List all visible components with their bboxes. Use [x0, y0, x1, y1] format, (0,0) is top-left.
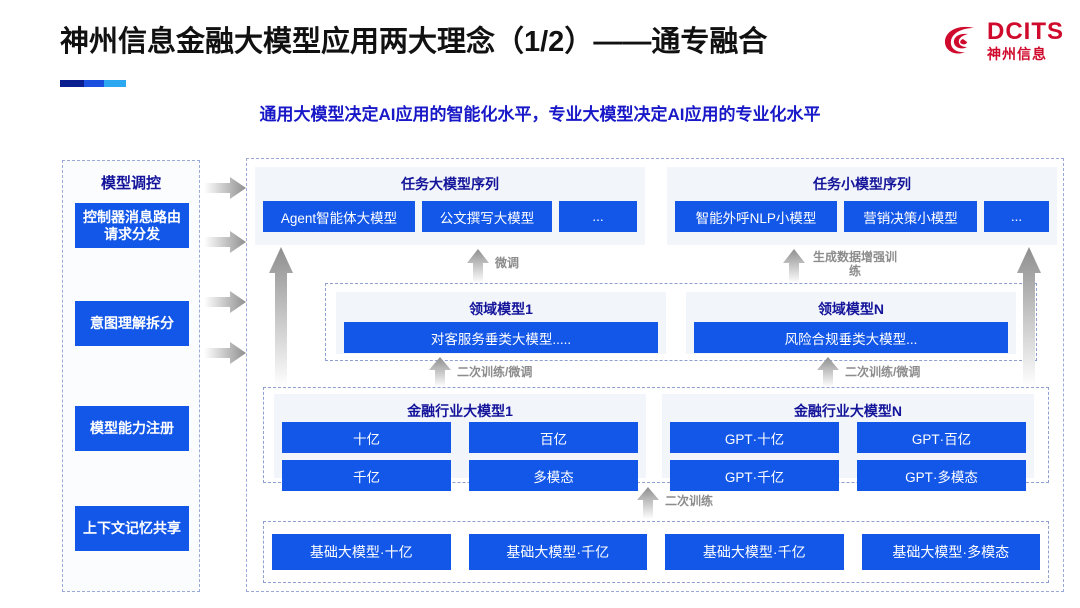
- chip-task-small-more[interactable]: ...: [984, 201, 1049, 232]
- arrow-right-icon-4: [204, 341, 246, 365]
- finance-model-1-panel: 金融行业大模型1 十亿 百亿 千亿 多模态: [274, 394, 646, 491]
- architecture-diagram: 任务大模型序列 Agent智能体大模型 公文撰写大模型 ... 任务小模型序列 …: [246, 158, 1064, 592]
- arrow-up-icon-finetune: [467, 249, 489, 288]
- control-item-router-dispatch[interactable]: 控制器消息路由请求分发: [75, 203, 189, 248]
- arrow-label-retrain: 二次训练: [665, 494, 714, 508]
- base-model-group: 基础大模型·十亿 基础大模型·千亿 基础大模型·千亿 基础大模型·多模态: [263, 521, 1049, 583]
- task-big-model-panel: 任务大模型序列 Agent智能体大模型 公文撰写大模型 ...: [255, 167, 645, 245]
- task-big-model-title: 任务大模型序列: [401, 176, 499, 192]
- arrow-up-icon-retrain-finetune-left: [429, 357, 451, 392]
- task-small-model-title: 任务小模型序列: [813, 176, 911, 192]
- chip-risk-compliance-vertical-model[interactable]: 风险合规垂类大模型...: [694, 322, 1008, 353]
- finance-model-n-panel: 金融行业大模型N GPT·十亿 GPT·百亿 GPT·千亿 GPT·多模态: [662, 394, 1034, 491]
- domain-model-n-title: 领域模型N: [817, 301, 885, 317]
- chip-customer-service-vertical-model[interactable]: 对客服务垂类大模型.....: [344, 322, 658, 353]
- chip-base-hundred-billion-a[interactable]: 基础大模型·千亿: [468, 534, 647, 570]
- chip-base-multimodal[interactable]: 基础大模型·多模态: [861, 534, 1040, 570]
- page-title: 神州信息金融大模型应用两大理念（1/2）——通专融合: [60, 26, 768, 58]
- chip-base-billion[interactable]: 基础大模型·十亿: [272, 534, 451, 570]
- chip-finn-gpt-ten-billion[interactable]: GPT·百亿: [857, 422, 1026, 453]
- control-panel-title: 模型调控: [100, 175, 161, 192]
- logo-cn-text: 神州信息: [987, 46, 1047, 62]
- control-item-capability-registry[interactable]: 模型能力注册: [75, 406, 189, 451]
- arrow-up-icon-finance-to-task-big: [269, 247, 293, 392]
- brand-logo: DCITS 神州信息: [941, 20, 1064, 61]
- chip-fin1-multimodal[interactable]: 多模态: [469, 460, 638, 491]
- chip-fin1-hundred-billion[interactable]: 千亿: [282, 460, 451, 491]
- chip-marketing-decision-model[interactable]: 营销决策小模型: [844, 201, 977, 232]
- arrow-right-icon-1: [204, 176, 246, 200]
- domain-model-n-panel: 领域模型N 风险合规垂类大模型...: [686, 292, 1016, 354]
- domain-model-1-title: 领域模型1: [469, 301, 533, 317]
- title-underline-rule: [60, 80, 126, 87]
- chip-base-hundred-billion-b[interactable]: 基础大模型·千亿: [665, 534, 844, 570]
- arrow-up-icon-retrain-finetune-right: [817, 357, 839, 392]
- logo-en-text: DCITS: [987, 18, 1064, 45]
- chip-fin1-ten-billion[interactable]: 百亿: [469, 422, 638, 453]
- domain-model-1-panel: 领域模型1 对客服务垂类大模型.....: [336, 292, 666, 354]
- chip-outbound-nlp-model[interactable]: 智能外呼NLP小模型: [675, 201, 837, 232]
- finance-model-n-title: 金融行业大模型N: [793, 403, 903, 419]
- control-panel: 模型调控 控制器消息路由请求分发 意图理解拆分 模型能力注册 上下文记忆共享: [62, 160, 200, 592]
- arrow-label-retrain-finetune-right: 二次训练/微调: [845, 365, 921, 379]
- finance-model-group: 金融行业大模型1 十亿 百亿 千亿 多模态 金融行业大模型N GPT·十亿 GP…: [263, 387, 1049, 491]
- finance-model-1-title: 金融行业大模型1: [407, 403, 513, 419]
- chip-fin1-billion[interactable]: 十亿: [282, 422, 451, 453]
- arrow-up-icon-gen-data-aug: [783, 249, 805, 288]
- arrow-up-icon-finance-to-task-small: [1017, 247, 1041, 392]
- arrow-label-gen-data-aug: 生成数据增强训练: [812, 250, 897, 278]
- dcits-swirl-icon: [941, 21, 981, 61]
- arrow-label-retrain-finetune-left: 二次训练/微调: [457, 365, 533, 379]
- chip-finn-gpt-multimodal[interactable]: GPT·多模态: [857, 460, 1026, 491]
- domain-model-group: 领域模型1 对客服务垂类大模型..... 领域模型N 风险合规垂类大模型...: [325, 283, 1037, 361]
- chip-finn-gpt-billion[interactable]: GPT·十亿: [670, 422, 839, 453]
- task-small-model-panel: 任务小模型序列 智能外呼NLP小模型 营销决策小模型 ...: [667, 167, 1057, 245]
- arrow-right-icon-2: [204, 230, 246, 254]
- control-item-context-memory[interactable]: 上下文记忆共享: [75, 506, 189, 551]
- arrow-right-icon-3: [204, 290, 246, 314]
- base-model-row: 基础大模型·十亿 基础大模型·千亿 基础大模型·千亿 基础大模型·多模态: [272, 534, 1040, 570]
- chip-task-big-more[interactable]: ...: [559, 201, 637, 232]
- control-item-intent-understanding[interactable]: 意图理解拆分: [75, 301, 189, 346]
- arrow-label-finetune: 微调: [495, 256, 520, 270]
- arrow-up-icon-retrain: [637, 487, 659, 524]
- chip-document-writing-model[interactable]: 公文撰写大模型: [422, 201, 552, 232]
- page-subtitle: 通用大模型决定AI应用的智能化水平，专业大模型决定AI应用的专业化水平: [259, 105, 821, 124]
- chip-agent-model[interactable]: Agent智能体大模型: [263, 201, 415, 232]
- chip-finn-gpt-hundred-billion[interactable]: GPT·千亿: [670, 460, 839, 491]
